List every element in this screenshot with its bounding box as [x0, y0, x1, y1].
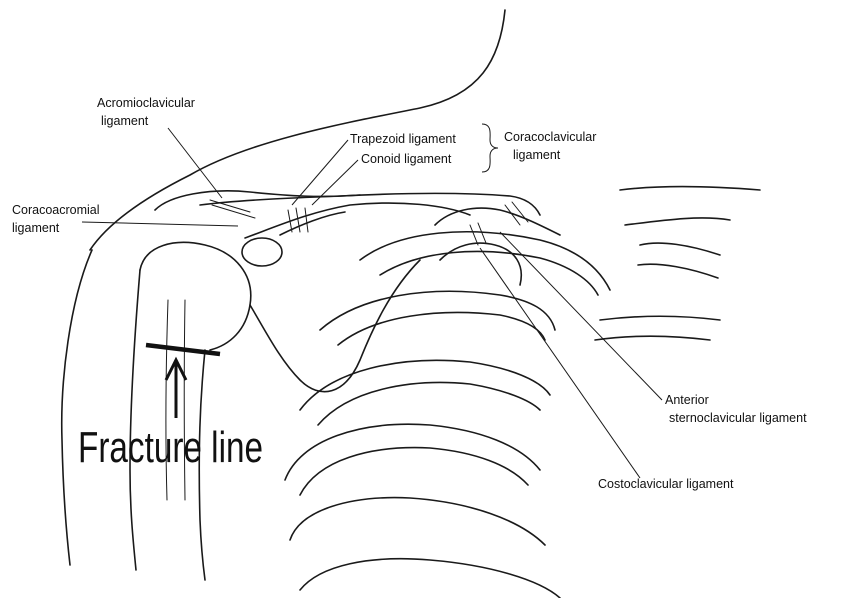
leader-coracoacromial — [82, 222, 238, 226]
label-conoid: Conoid ligament — [361, 152, 452, 166]
rib-3 — [300, 360, 550, 410]
rib-3-inner — [318, 383, 540, 425]
humerus-shaft-lateral — [130, 270, 140, 570]
label-coracoacromial: Coracoacromial ligament — [12, 203, 103, 235]
rib-1-inner — [380, 251, 598, 295]
label-anterior-sternoclavicular: Anterior sternoclavicular ligament — [665, 393, 807, 425]
rib-4 — [285, 424, 540, 480]
label-fracture-line: Fracture line — [78, 423, 263, 472]
fracture-line-mark — [146, 345, 220, 354]
contralateral-clavicle-lower — [625, 218, 730, 225]
manubrium — [435, 208, 560, 235]
label-acromioclavicular: Acromioclavicular ligament — [97, 96, 198, 128]
contralateral-cartilage — [640, 243, 720, 255]
label-trapezoid: Trapezoid ligament — [350, 132, 456, 146]
label-coracoclavicular: Coracoclavicular ligament — [504, 130, 600, 162]
contralateral-cartilage-2 — [638, 264, 718, 278]
arm-outer-contour — [62, 250, 92, 565]
rib-4-inner — [300, 448, 528, 495]
scapula-outline — [250, 260, 420, 392]
rib-6 — [300, 559, 560, 598]
rib-5 — [290, 498, 545, 545]
contralateral-clavicle — [620, 187, 760, 190]
label-costoclavicular: Costoclavicular ligament — [598, 477, 734, 491]
coracoid-process — [280, 212, 345, 235]
contralateral-rib — [600, 316, 720, 320]
contralateral-rib-2 — [595, 336, 710, 340]
rib-2 — [320, 291, 555, 330]
clavicle-distal-end — [242, 238, 282, 266]
humeral-head — [140, 242, 251, 350]
fracture-arrow — [166, 360, 186, 418]
leader-conoid — [312, 160, 358, 205]
coracoclavicular-brace — [482, 124, 498, 172]
